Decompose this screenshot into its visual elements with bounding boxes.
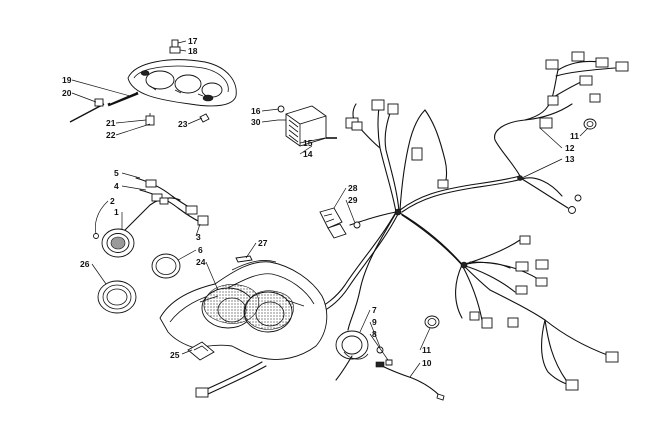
callout-12: 12 bbox=[565, 143, 575, 153]
callout-2: 2 bbox=[110, 196, 115, 206]
harness-connectors bbox=[345, 51, 629, 391]
callout-19: 19 bbox=[62, 75, 72, 85]
callout-20: 20 bbox=[62, 88, 72, 98]
callout-18: 18 bbox=[188, 46, 198, 56]
cable-part-10 bbox=[375, 361, 445, 401]
rod-part-20 bbox=[69, 98, 105, 123]
leader-lines bbox=[71, 40, 589, 378]
callout-4: 4 bbox=[114, 181, 119, 191]
callout-16: 16 bbox=[251, 106, 261, 116]
callout-29: 29 bbox=[348, 195, 358, 205]
clip-part-27 bbox=[235, 255, 253, 263]
callout-5: 5 bbox=[114, 168, 119, 178]
callout-6: 6 bbox=[198, 245, 203, 255]
callout-27: 27 bbox=[258, 238, 268, 248]
callout-22: 22 bbox=[106, 130, 116, 140]
bulb-part-23 bbox=[199, 113, 210, 123]
control-module-part-14 bbox=[277, 105, 337, 147]
callout-11-upper: 11 bbox=[570, 131, 579, 141]
gauge-sub-harness bbox=[119, 177, 209, 236]
callout-labels: 17 18 19 20 21 22 23 16 30 15 14 11 12 1… bbox=[62, 36, 579, 368]
grommet-part-11-upper bbox=[583, 118, 597, 130]
callout-17: 17 bbox=[188, 36, 198, 46]
callout-1: 1 bbox=[114, 207, 119, 217]
callout-23: 23 bbox=[178, 119, 188, 129]
callout-26: 26 bbox=[80, 259, 90, 269]
ring-part-6 bbox=[151, 253, 181, 279]
callout-25: 25 bbox=[170, 350, 180, 360]
callout-13: 13 bbox=[565, 154, 575, 164]
callout-30: 30 bbox=[251, 117, 261, 127]
gauge-part-1 bbox=[93, 228, 135, 258]
callout-11-lower: 11 bbox=[422, 345, 431, 355]
connector-part-28-29 bbox=[319, 207, 361, 239]
callout-8: 8 bbox=[372, 329, 377, 339]
socket-part-7 bbox=[335, 330, 369, 381]
decal-part-25 bbox=[187, 341, 215, 361]
callout-14: 14 bbox=[303, 149, 313, 159]
dash-housing-part-24 bbox=[159, 260, 328, 360]
callout-21: 21 bbox=[106, 118, 116, 128]
lower-harness-left bbox=[195, 361, 267, 398]
callout-28: 28 bbox=[348, 183, 358, 193]
callout-10: 10 bbox=[422, 358, 432, 368]
bolt-part-19 bbox=[107, 91, 139, 107]
grommet-part-11-lower bbox=[424, 315, 440, 329]
callout-3: 3 bbox=[196, 232, 201, 242]
bulb-socket-part-21-22 bbox=[145, 113, 155, 126]
callout-24: 24 bbox=[196, 257, 206, 267]
callout-9: 9 bbox=[372, 317, 377, 327]
washer-part-8-9 bbox=[376, 346, 393, 366]
bezel-part-26 bbox=[97, 280, 137, 314]
callout-7: 7 bbox=[372, 305, 377, 315]
instrument-cluster-assembly bbox=[127, 39, 237, 107]
callout-15: 15 bbox=[303, 138, 313, 148]
